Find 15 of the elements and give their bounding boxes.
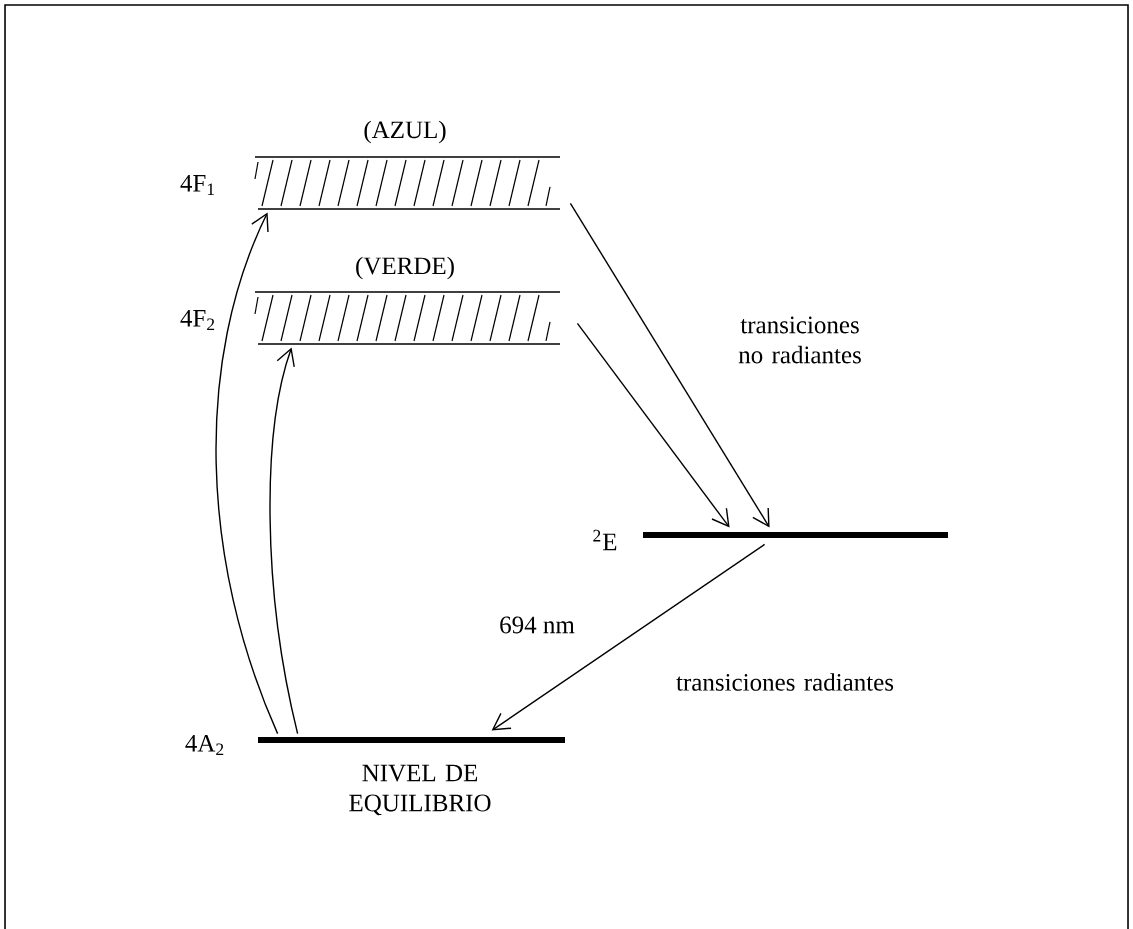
level-label: NIVEL DE EQUILIBRIO (349, 764, 491, 816)
level-label: (AZUL) (364, 120, 446, 144)
level-symbol: 4F$_{2}$ (180, 309, 215, 330)
arrow (269, 347, 299, 735)
arrow (576, 322, 730, 528)
transition-note: transiciones radiantes (676, 673, 894, 691)
transition-note: transiciones no radiantes (738, 316, 861, 364)
level-symbol: 4A$_{2}$ (185, 734, 224, 756)
level-symbol: $^{2}$E (593, 529, 617, 551)
arrow (569, 202, 770, 528)
level-symbol: 4F$_{1}$ (180, 174, 214, 195)
arrow (215, 212, 279, 735)
arrow (491, 543, 766, 731)
level-label: (VERDE) (356, 256, 454, 280)
edge-label: 694 nm (497, 614, 577, 636)
